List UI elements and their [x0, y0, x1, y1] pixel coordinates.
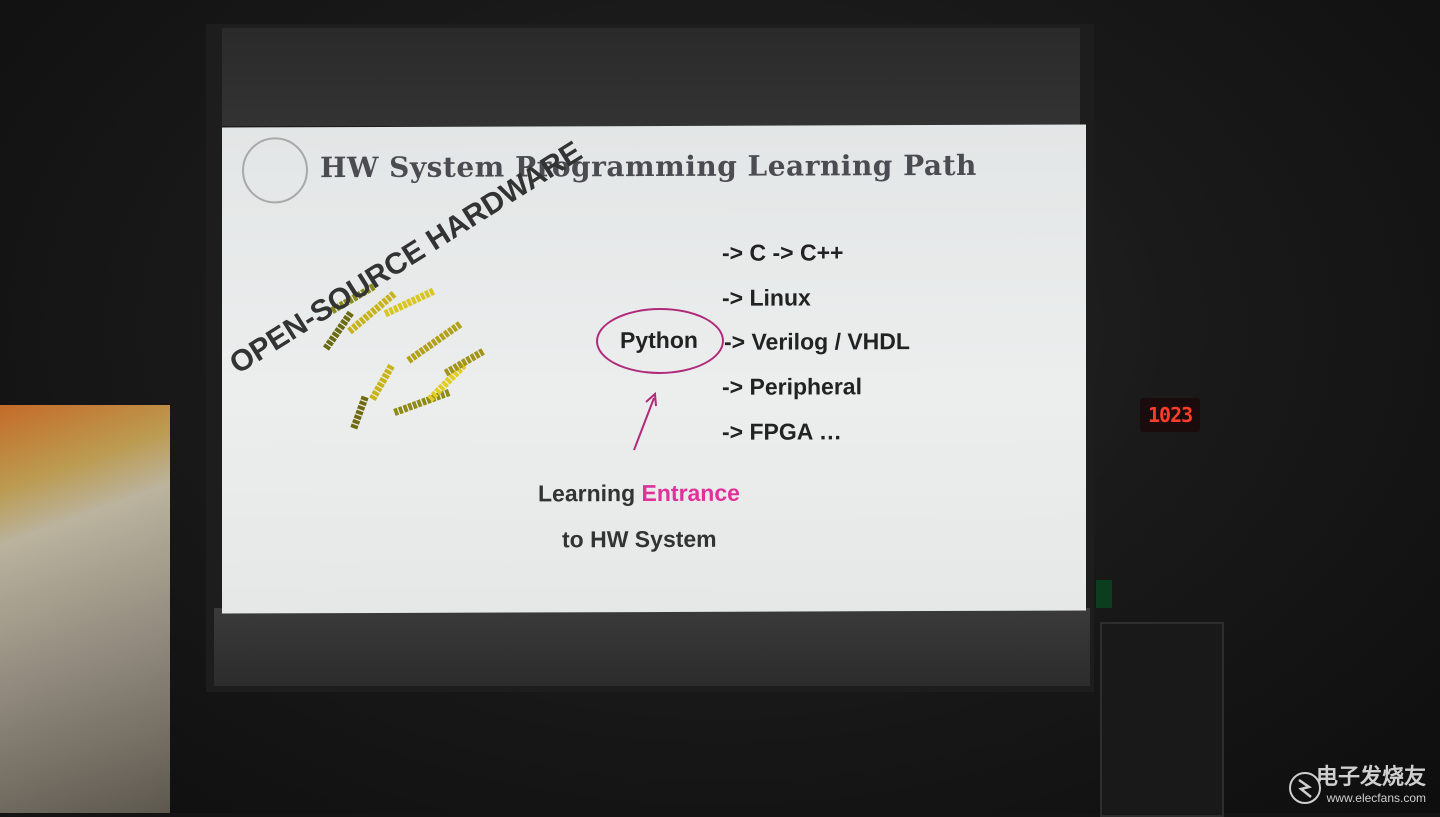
clock-time: 1023 — [1148, 403, 1193, 427]
up-arrow-icon — [633, 391, 657, 451]
watermark-name: 电子发烧友 — [1315, 764, 1426, 789]
watermark-url: www.elecfans.com — [1326, 791, 1426, 805]
presentation-slide: HW System Programming Learning Path ▮▮▮▮… — [222, 124, 1086, 614]
word-cloud-fragment: ▮▮▮▮▮▮▮▮▮▮▮▮▮ — [404, 319, 464, 365]
python-label: Python — [620, 326, 698, 354]
screen-top-area — [222, 28, 1080, 126]
slide-circle-decoration — [242, 137, 308, 204]
path-item-c: -> C -> C++ — [722, 239, 844, 266]
caption-line-2: to HW System — [562, 525, 717, 553]
watermark: 电子发烧友 www.elecfans.com — [1316, 759, 1426, 805]
word-cloud-fragment: ▮▮▮▮▮▮▮▮ — [367, 362, 396, 402]
path-item-peripheral: -> Peripheral — [722, 373, 862, 400]
led-clock: 1023 — [1140, 398, 1200, 432]
left-banner — [0, 405, 170, 813]
caption-line-1: Learning Entrance — [538, 480, 740, 508]
caption-prefix: Learning — [538, 480, 642, 507]
slide-title: HW System Programming Learning Path — [320, 148, 977, 185]
open-source-hardware-word-cloud: ▮▮▮▮▮▮▮▮▮▮ ▮▮▮▮▮▮▮▮▮▮▮▮ ▮▮▮▮▮▮▮▮▮ ▮▮▮▮▮▮… — [224, 135, 588, 467]
screen-bottom-area — [214, 608, 1090, 686]
exit-sign — [1096, 580, 1112, 608]
path-item-linux: -> Linux — [722, 284, 811, 311]
path-item-verilog: -> Verilog / VHDL — [724, 328, 910, 355]
path-item-fpga: -> FPGA … — [722, 418, 842, 445]
elecfans-logo-icon — [1289, 772, 1321, 804]
word-cloud-fragment: ▮▮▮▮▮▮▮ — [348, 394, 370, 431]
word-cloud-fragment: ▮▮▮▮▮▮▮▮▮ — [442, 346, 486, 378]
caption-accent-word: Entrance — [641, 479, 740, 507]
door — [1100, 622, 1224, 817]
